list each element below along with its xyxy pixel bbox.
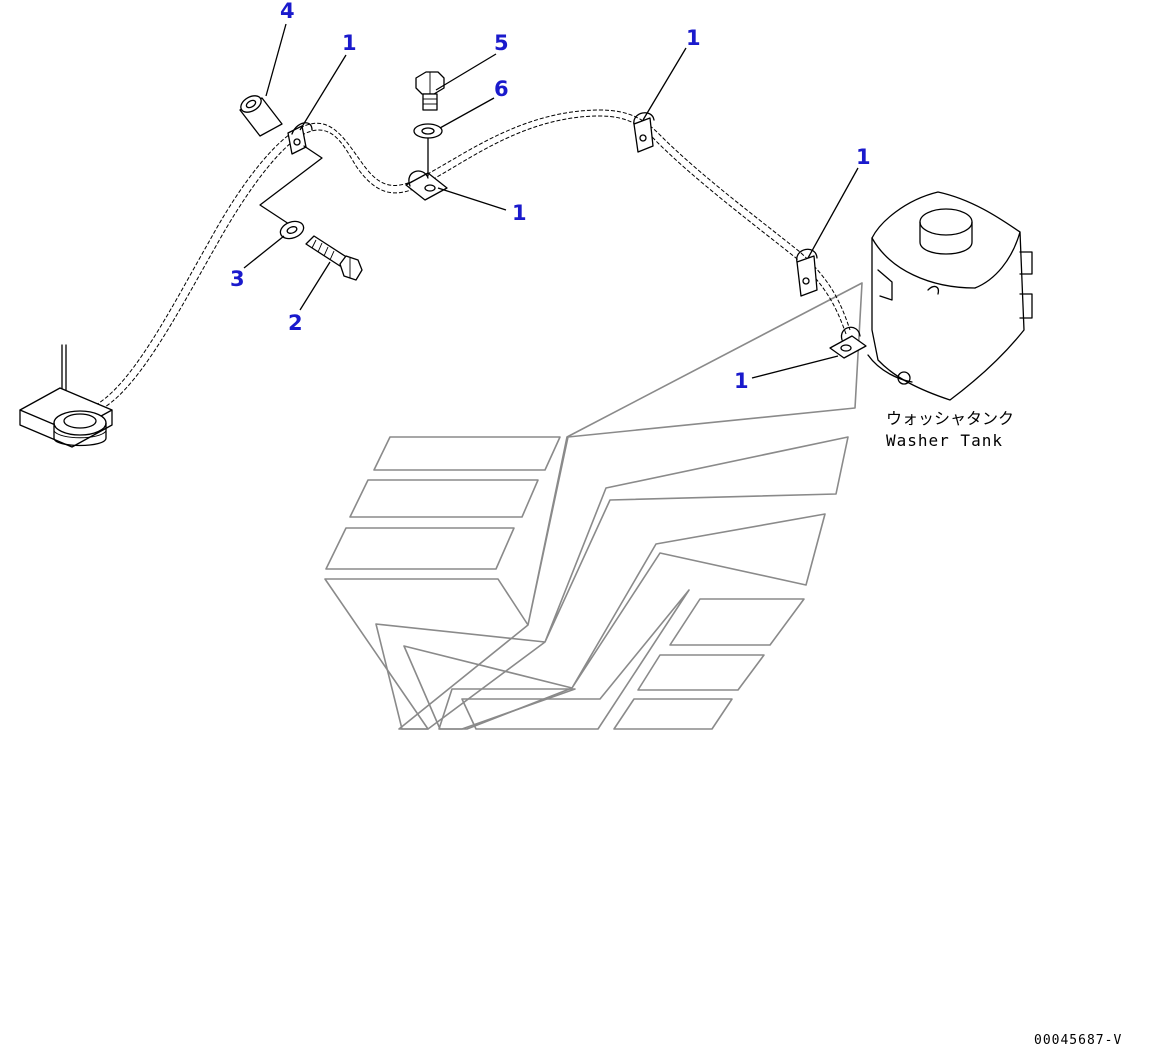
callout-1-top-left: 1 [342,31,357,55]
bolt-part-2 [305,235,363,281]
callout-3: 3 [230,267,245,291]
washer-part-3 [259,145,323,240]
nozzle [19,344,113,448]
background-logo [324,282,863,730]
washer-part-6 [413,123,443,177]
callout-1-center: 1 [512,201,527,225]
clamp-center [405,170,448,201]
callout-2: 2 [288,311,303,335]
clamp-right [796,248,818,297]
bolt-part-5 [415,71,445,111]
callout-labels: 4 1 5 6 1 1 1 1 3 2 [230,0,871,393]
clamp-bottom-right [829,326,867,359]
tank-label-english: Washer Tank [886,431,1003,450]
callout-6: 6 [494,77,509,101]
callout-1-top-right: 1 [686,26,701,50]
clamp-top-right [633,112,655,153]
callout-5: 5 [494,31,509,55]
washer-hose [89,109,851,413]
tank-label-japanese: ウォッシャタンク [886,409,1014,428]
callout-4: 4 [280,0,295,23]
washer-tank [867,191,1033,401]
callout-1-bottom-right: 1 [734,369,749,393]
callout-1-right: 1 [856,145,871,169]
drawing-number: 00045687-V [1034,1033,1122,1048]
collar-part-4 [239,95,283,137]
leader-lines [243,23,859,379]
